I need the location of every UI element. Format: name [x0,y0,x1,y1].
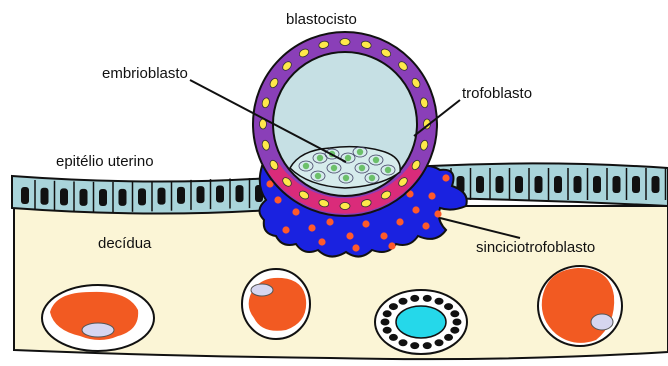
syncytiotrophoblast-nucleus [274,196,281,203]
gland-nucleus [444,303,453,310]
epithelial-nucleus [535,176,543,193]
gland-nucleus [435,339,444,346]
gland-nucleus [389,334,398,341]
gland-nucleus [399,298,408,305]
label-trofoblasto: trofoblasto [462,85,532,102]
label-decidua: decídua [98,235,152,252]
epithelial-nucleus [515,176,523,193]
embryoblast-nucleus [385,167,391,173]
gland-nucleus [381,319,390,326]
epithelial-nucleus [216,185,224,202]
decidual-cell-2 [242,269,310,339]
syncytiotrophoblast-nucleus [442,174,449,181]
epithelial-nucleus [138,188,146,205]
epithelial-nucleus [177,187,185,204]
syncytiotrophoblast-nucleus [318,238,325,245]
gland-nucleus [410,342,419,349]
gland-nucleus [423,342,432,349]
gland-nucleus [453,319,462,326]
syncytiotrophoblast-nucleus [346,232,353,239]
epithelial-nucleus [652,176,660,193]
embryoblast-nucleus [359,165,365,171]
gland-nucleus [389,303,398,310]
syncytiotrophoblast-nucleus [412,206,419,213]
epithelial-nucleus [158,188,166,205]
epithelial-nucleus [21,187,29,204]
syncytiotrophoblast-nucleus [362,220,369,227]
epithelial-nucleus [119,189,127,206]
label-embrioblasto: embrioblasto [102,65,188,82]
syncytiotrophoblast-nucleus [380,232,387,239]
trophoblast-nucleus [340,203,350,210]
embryoblast-nucleus [373,157,379,163]
trophoblast-nucleus [340,39,350,46]
syncytiotrophoblast-nucleus [308,224,315,231]
epithelial-nucleus [476,176,484,193]
gland-nucleus [444,334,453,341]
syncytiotrophoblast-nucleus [326,218,333,225]
epithelial-nucleus [197,186,205,203]
epithelial-nucleus [41,188,49,205]
syncytiotrophoblast-nucleus [352,244,359,251]
gland-nucleus [450,327,459,334]
epithelial-nucleus [613,176,621,193]
epithelial-nucleus [60,188,68,205]
epithelial-nucleus [99,189,107,206]
uterine-gland [375,290,467,354]
gland-nucleus [383,310,392,317]
gland-nucleus [435,298,444,305]
label-epitelio-uterino: epitélio uterino [56,153,154,170]
embryoblast-nucleus [317,155,323,161]
embryoblast-nucleus [345,155,351,161]
gland-nucleus [410,295,419,302]
embryoblast-nucleus [357,149,363,155]
embryoblast-nucleus [343,175,349,181]
embryoblast-nucleus [315,173,321,179]
gland-nucleus [450,310,459,317]
syncytiotrophoblast-nucleus [428,192,435,199]
syncytiotrophoblast-nucleus [422,222,429,229]
label-blastocisto: blastocisto [286,11,357,28]
syncytiotrophoblast-nucleus [292,208,299,215]
gland-nucleus [399,339,408,346]
decidual-cell-1 [42,285,154,351]
epithelial-nucleus [236,185,244,202]
blastocyst [253,32,437,216]
epithelial-nucleus [632,176,640,193]
gland-nucleus [383,327,392,334]
syncytiotrophoblast-nucleus [396,218,403,225]
epithelial-nucleus [593,176,601,193]
embryoblast-nucleus [331,165,337,171]
label-sinciciotrofoblasto: sinciciotrofoblasto [476,239,595,256]
decidual-cell-3 [538,266,622,346]
syncytiotrophoblast-nucleus [434,210,441,217]
epithelial-nucleus [496,176,504,193]
epithelial-nucleus [554,176,562,193]
syncytiotrophoblast-nucleus [282,226,289,233]
gland-nucleus [423,295,432,302]
epithelial-nucleus [80,189,88,206]
embryoblast-nucleus [369,175,375,181]
embryoblast-nucleus [303,163,309,169]
epithelial-nucleus [574,176,582,193]
syncytiotrophoblast-nucleus [388,242,395,249]
